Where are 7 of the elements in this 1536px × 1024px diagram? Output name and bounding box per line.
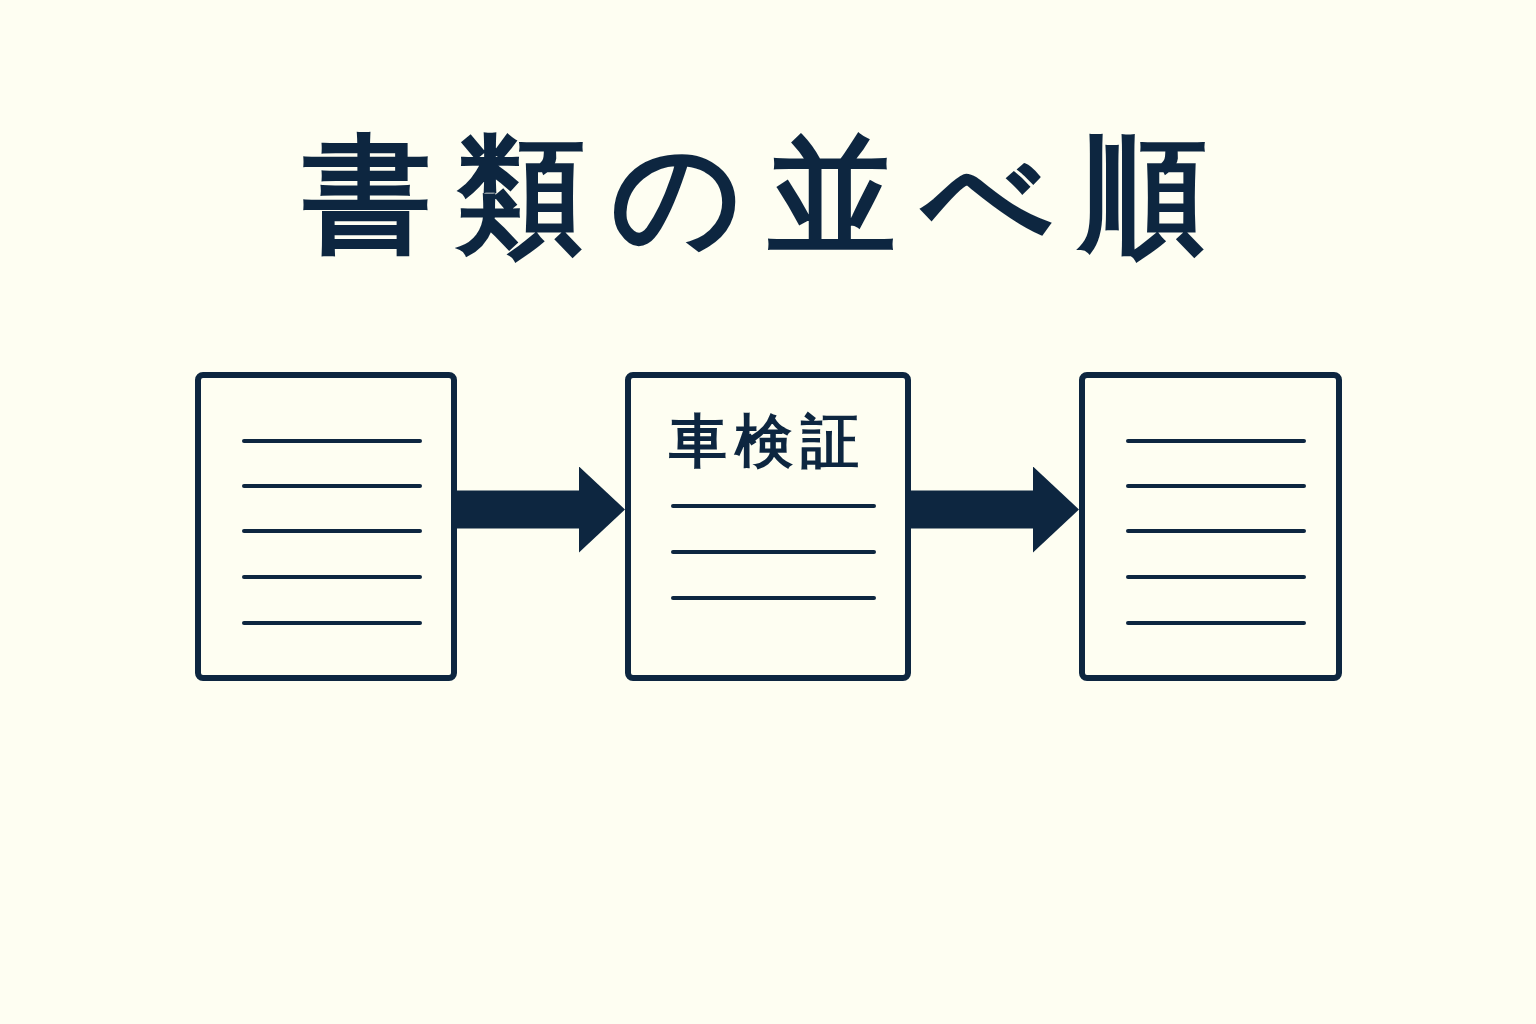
diagram-title: 書類の並べ順 [302, 119, 1234, 271]
block-arrow [457, 466, 625, 553]
document-box [195, 372, 457, 681]
block-arrow [911, 466, 1079, 553]
document-box [1079, 372, 1342, 681]
document-box [625, 372, 911, 681]
document-title: 車検証 [668, 406, 868, 476]
